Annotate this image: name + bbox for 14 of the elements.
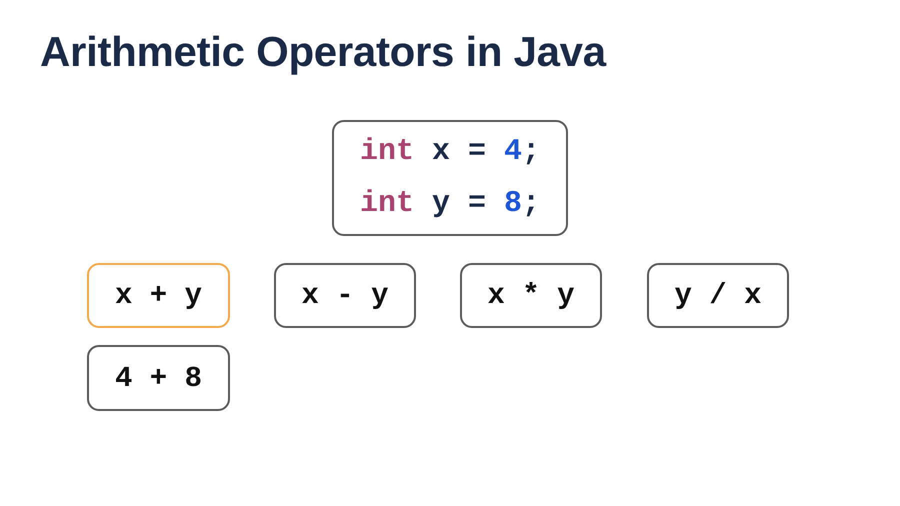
result-box [87,345,230,411]
expression-box [460,263,602,328]
code-text: x * y [487,281,574,310]
expression-box [647,263,789,328]
code-line: int y = 8; [360,189,540,219]
expression-box [87,263,230,328]
code-text: 4 + 8 [114,364,202,392]
code-text: x - y [301,281,388,310]
code-box [332,120,568,236]
expression-box [274,263,416,328]
code-text: y / x [674,281,762,310]
code-text: x + y [114,281,202,310]
code-line: int x = 4; [360,137,540,167]
slide-title: Arithmetic Operators in Java [40,28,606,76]
